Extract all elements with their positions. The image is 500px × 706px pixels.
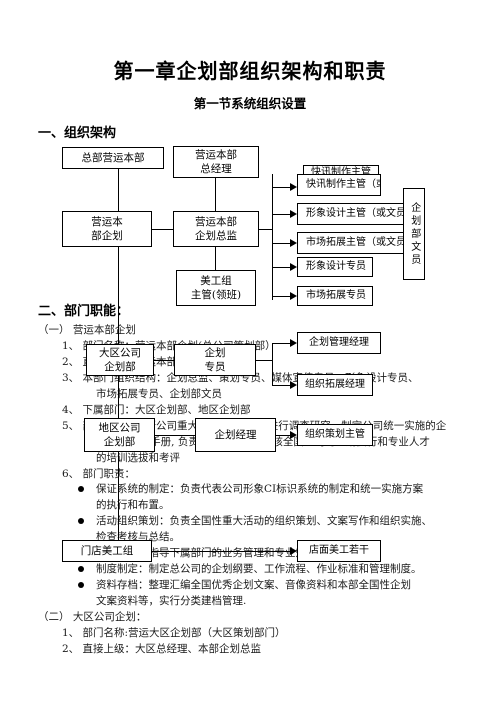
connector-line: [272, 214, 290, 215]
org-box-planning-clerk: 企划部文员: [403, 188, 425, 280]
connector-line: [272, 174, 273, 300]
bullet-icon: [78, 486, 84, 492]
body-line: （一） 营运本部企划: [38, 324, 136, 336]
connector-line: [272, 243, 290, 244]
arrow-icon: [290, 431, 297, 439]
org-box-planning-specialist: 企划 专员: [174, 344, 256, 376]
connector-line: [272, 343, 290, 344]
connector-line: [215, 176, 216, 212]
body-line: 活动组织策划：负责全国性重大活动的组织策划、文案写作和组织实施、: [96, 515, 432, 527]
connector-line: [272, 296, 290, 297]
org-box-org-planning-lead: 组织策划主管: [297, 424, 373, 446]
connector-line: [258, 229, 272, 230]
body-line: 1、 部门名称:营运大区企划部（大区策划部门）: [62, 627, 286, 639]
bullet-icon: [78, 566, 84, 572]
arrow-icon: [290, 547, 297, 555]
org-box-planning-manager: 企划经理: [195, 418, 276, 452]
body-line: 的执行和布置。: [96, 499, 170, 511]
connector-line: [276, 435, 290, 436]
arrow-icon: [290, 339, 297, 347]
body-line: 市场拓展专员、企划部文员: [96, 388, 222, 400]
body-line: 制度制定：制定总公司的企划纲要、工作流程、作业标准和管理制度。: [96, 563, 422, 575]
org-box-image-design-specialist: 形象设计专员: [297, 257, 373, 277]
org-box-store-artists: 店面美工若干: [297, 540, 381, 562]
arrow-icon: [290, 210, 297, 218]
body-line: 保证系统的制定：负责代表公司形象CI标识系统的制定和统一实施方案: [96, 483, 424, 495]
arrow-icon: [290, 239, 297, 247]
body-line: 2、 直接上级：大区总经理、本部企划总监: [62, 643, 262, 655]
org-box-market-expand-lead: 市场拓展主管（或文员）: [297, 232, 405, 254]
connector-line: [118, 452, 119, 540]
chapter-title: 第一章企划部组织架构和职责: [113, 59, 387, 83]
arrow-icon: [290, 263, 297, 271]
org-box-art-lead: 美工组 主管(领班): [176, 270, 256, 306]
org-box-hq: 总部营运本部: [62, 147, 164, 169]
org-box-image-design-lead: 形象设计主管（或文员）: [297, 203, 405, 225]
connector-line: [152, 229, 174, 230]
connector-line: [256, 360, 272, 361]
connector-line: [272, 343, 273, 385]
heading-dept-functions: 二、部门职能：: [38, 304, 130, 319]
connector-line: [272, 187, 290, 188]
body-line: （二） 大区公司企划：: [38, 611, 147, 623]
org-box-market-expand-specialist: 市场拓展专员: [297, 286, 373, 306]
org-box-region-planning: 大区公司 企划部: [86, 344, 154, 376]
connector-line: [118, 376, 119, 418]
connector-line: [215, 246, 216, 270]
connector-line: [152, 551, 290, 552]
connector-line: [155, 435, 195, 436]
org-box-planning-manager-lead: 企划管理经理: [297, 332, 381, 354]
connector-line: [118, 168, 119, 212]
body-line: 文案资料等，实行分类建档管理.: [96, 595, 247, 607]
bullet-icon: [78, 518, 84, 524]
org-box-district-planning: 地区公司 企划部: [84, 418, 155, 452]
arrow-icon: [290, 183, 297, 191]
heading-org-structure: 一、组织架构: [38, 126, 117, 141]
org-box-quick-news-lead: 快讯制作主管（或文员）: [297, 174, 381, 196]
org-box-store-art-team: 门店美工组: [62, 540, 152, 562]
arrow-icon: [290, 292, 297, 300]
section-title: 第一节系统组织设置: [193, 96, 307, 111]
body-line: 指导检测：指导下属部门的业务管理和专业知识培训。: [96, 547, 348, 559]
connector-line: [272, 267, 290, 268]
body-line: 资料存档：整理汇编全国优秀企划文案、音像资料和本部全国性企划: [96, 579, 411, 591]
org-box-org-expansion-manager: 组织拓展经理: [297, 374, 373, 396]
org-box-planning-director: 营运本部 企划总监: [173, 211, 259, 247]
bullet-icon: [78, 582, 84, 588]
body-line: 6、 部门职责：: [62, 468, 136, 480]
connector-line: [118, 246, 119, 344]
org-box-ops-gm: 营运本部 总经理: [173, 146, 259, 178]
org-box-ops-planning: 营运本 部企划: [62, 211, 152, 247]
body-line: 的培训选拔和考评: [96, 452, 180, 464]
arrow-icon: [290, 381, 297, 389]
connector-line: [272, 385, 290, 386]
body-line: 4、 下属部门：大区企划部、地区企划部: [62, 404, 251, 416]
connector-line: [154, 360, 174, 361]
